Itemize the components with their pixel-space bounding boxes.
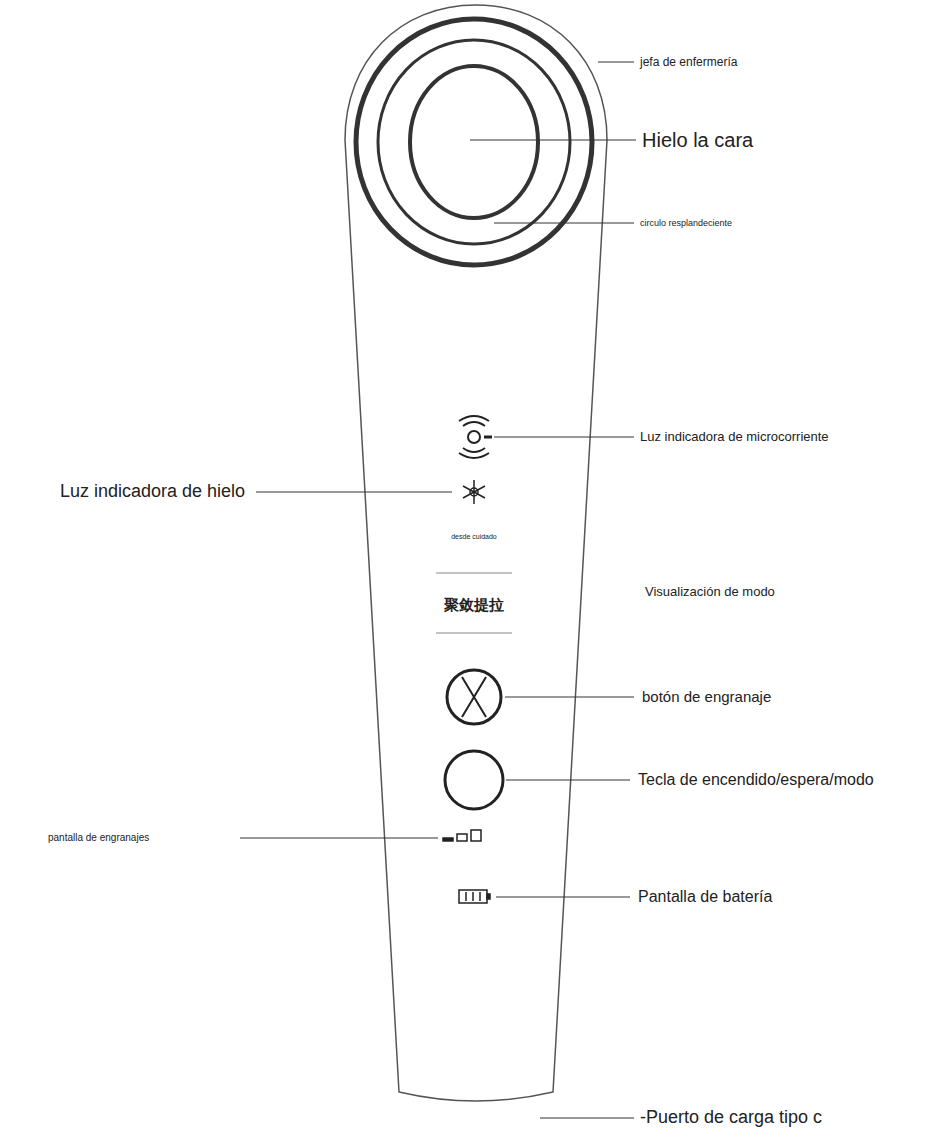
part-label: -Puerto de carga tipo c	[640, 1107, 822, 1129]
part-label: Pantalla de batería	[638, 887, 772, 906]
part-label: botón de engranaje	[642, 688, 771, 706]
glow-ring	[378, 40, 570, 244]
battery-icon	[459, 890, 490, 903]
mode-lines	[436, 573, 512, 633]
part-label: jefa de enfermería	[640, 55, 737, 69]
part-label: Luz indicadora de microcorriente	[640, 429, 829, 445]
part-label: Visualización de modo	[645, 584, 775, 600]
part-label: pantalla de engranajes	[48, 832, 149, 844]
power-button	[445, 751, 503, 809]
device-housing	[345, 5, 607, 1101]
part-label: circulo resplandeciente	[640, 218, 732, 229]
device-print: desde cuidado	[451, 533, 497, 541]
ice-plate	[410, 66, 538, 218]
ice-icon	[463, 480, 485, 504]
leader-lines	[240, 62, 636, 1118]
part-label: Tecla de encendido/espera/modo	[638, 770, 874, 789]
outer-ring	[356, 19, 592, 265]
gear-button	[447, 670, 501, 724]
gear-display	[443, 830, 481, 841]
part-label: Hielo la cara	[642, 128, 753, 152]
device-print: 聚敛提拉	[444, 596, 504, 614]
microcurrent-icon	[459, 416, 492, 458]
part-label: Luz indicadora de hielo	[60, 481, 245, 503]
